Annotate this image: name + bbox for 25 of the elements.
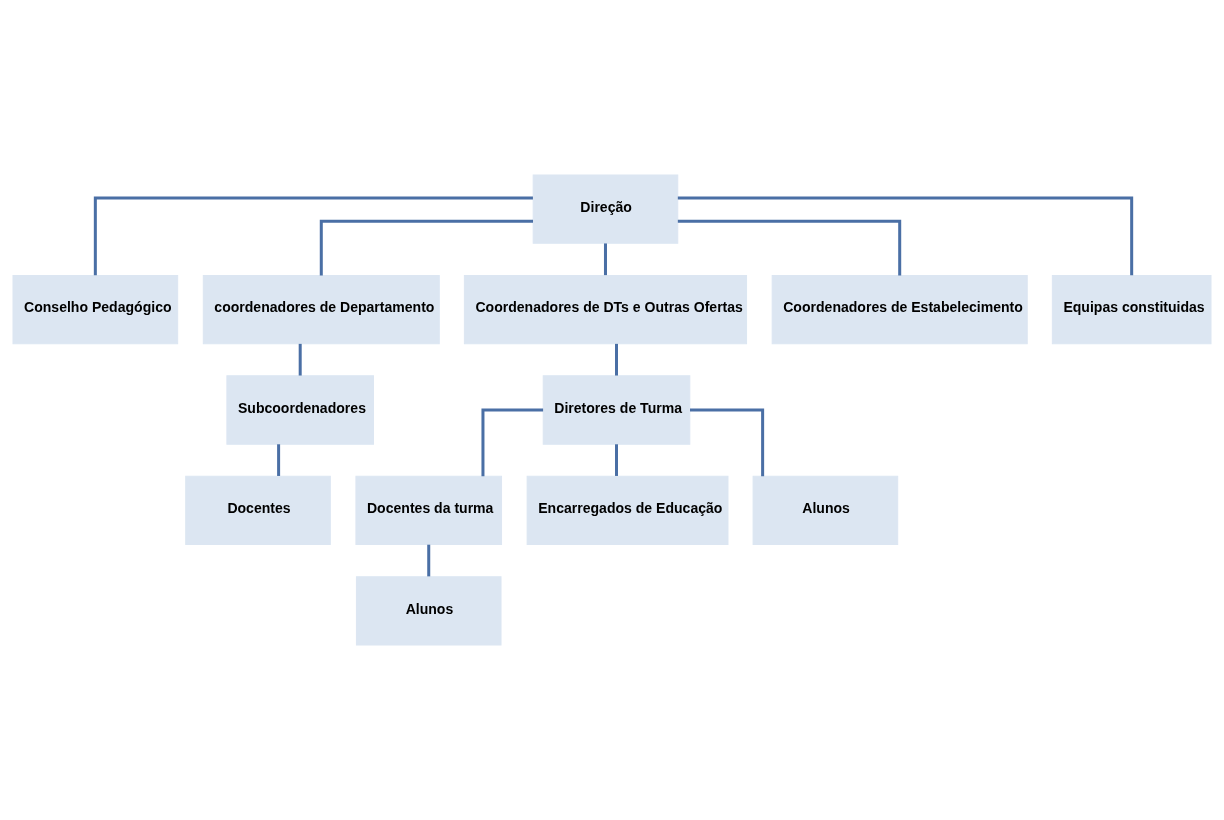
node-box: Coordenadores de Estabelecimento <box>771 274 1028 345</box>
connector <box>427 544 431 577</box>
connector <box>319 219 533 276</box>
node-box: Subcoordenadores <box>226 375 374 445</box>
node-box: Conselho Pedagógico <box>12 274 179 345</box>
connector <box>690 408 765 477</box>
node-box: Equipas constituidas <box>1051 274 1212 345</box>
node-box: Docentes da turma <box>355 475 503 546</box>
node-box: Diretores de Turma <box>542 375 691 445</box>
connector <box>277 444 281 476</box>
connector <box>481 408 544 477</box>
node-box: Alunos <box>752 475 899 546</box>
node-box: coordenadores de Departamento <box>202 274 440 345</box>
connector <box>603 243 607 276</box>
connector <box>677 196 1134 276</box>
connector <box>93 196 533 276</box>
connector <box>615 343 619 376</box>
connector <box>677 219 902 276</box>
node-box: Alunos <box>355 576 502 646</box>
node-box: Docentes <box>185 475 331 546</box>
connector <box>298 343 302 376</box>
node-box: Encarregados de Educação <box>526 475 729 546</box>
node-box: Direção <box>532 174 679 244</box>
node-box: Coordenadores de DTs e Outras Ofertas <box>463 274 748 345</box>
connector <box>615 444 619 476</box>
